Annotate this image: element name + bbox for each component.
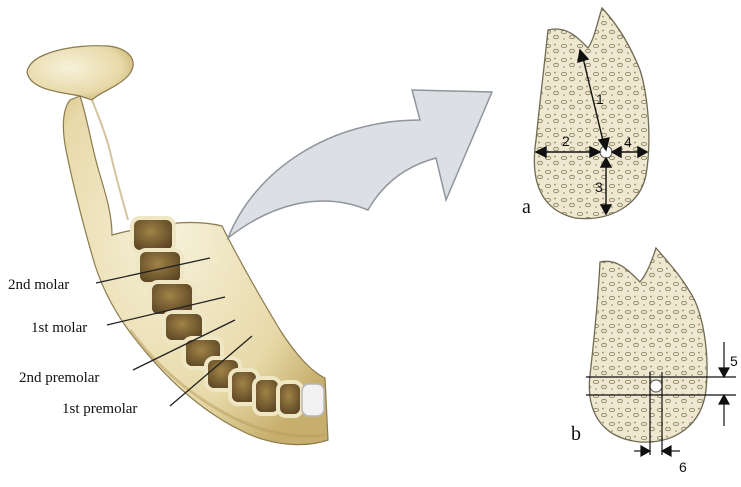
measurement-6: 6	[679, 459, 687, 475]
measurement-3: 3	[595, 179, 603, 195]
panel-letter-a: a	[522, 196, 531, 218]
label-2nd-premolar: 2nd premolar	[19, 370, 99, 386]
measurement-1: 1	[596, 91, 604, 107]
label-2nd-molar: 2nd molar	[8, 277, 69, 293]
measurement-4: 4	[624, 134, 632, 150]
measurement-5: 5	[730, 353, 738, 369]
label-1st-premolar: 1st premolar	[62, 401, 137, 417]
panel-letter-b: b	[571, 423, 581, 445]
cross-section-a: 1 2 4 3	[534, 8, 649, 219]
curved-arrow-icon	[228, 90, 492, 238]
measurement-2: 2	[562, 133, 570, 149]
label-1st-molar: 1st molar	[31, 320, 87, 336]
cross-section-b: 5 6	[586, 248, 738, 475]
